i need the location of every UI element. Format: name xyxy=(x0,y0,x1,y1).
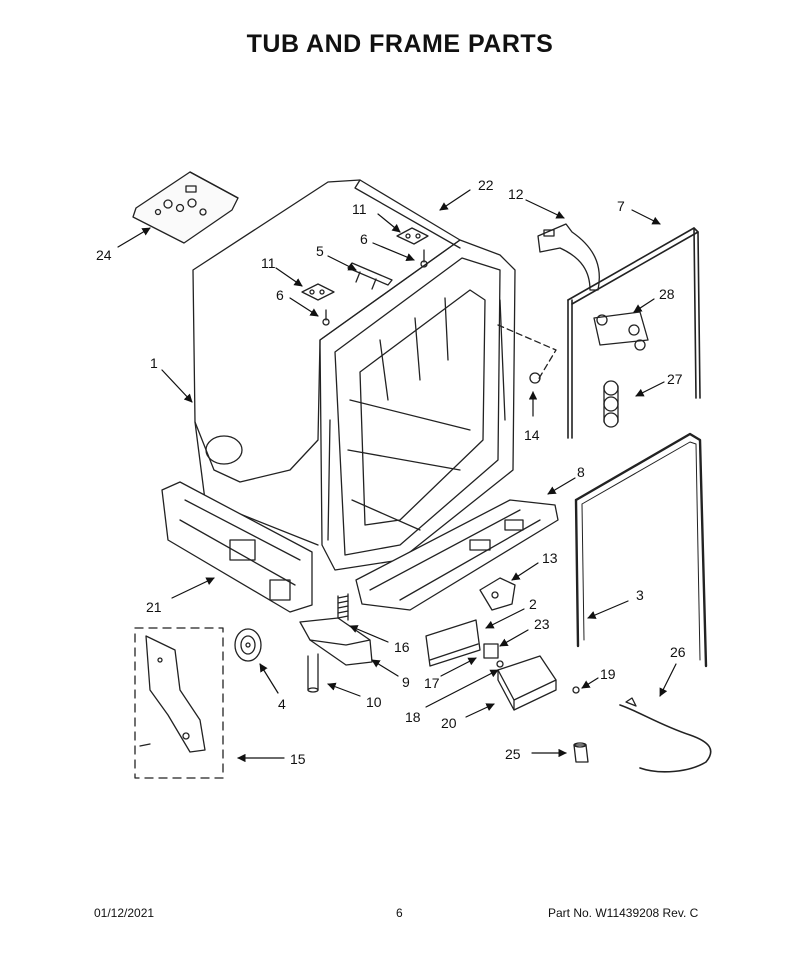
bracket-13-illustration xyxy=(479,577,516,611)
callout-23: 23 xyxy=(534,616,550,632)
callout-2: 2 xyxy=(529,596,537,612)
callout-21: 21 xyxy=(146,599,162,615)
callout-19: 19 xyxy=(600,666,616,682)
callout-13: 13 xyxy=(542,550,558,566)
callout-16: 16 xyxy=(394,639,410,655)
callout-17: 17 xyxy=(424,675,440,691)
plug-illustration xyxy=(497,324,557,384)
callout-9: 9 xyxy=(402,674,410,690)
tub-frame-illustration xyxy=(319,239,516,571)
cup-illustration xyxy=(573,742,589,763)
module-box-illustration xyxy=(497,655,580,711)
callout-leaders xyxy=(117,189,677,763)
callout-10: 10 xyxy=(366,694,382,710)
callout-6: 6 xyxy=(276,287,284,303)
roller-assembly-28 xyxy=(593,311,649,351)
footer-part-number: Part No. W11439208 Rev. C xyxy=(548,906,699,920)
callout-11: 11 xyxy=(261,255,276,271)
wheel-illustration xyxy=(234,628,262,662)
roller-assembly-27 xyxy=(603,380,619,428)
hose-illustration xyxy=(307,653,319,693)
door-gasket-lower xyxy=(574,432,708,668)
callout-20: 20 xyxy=(441,715,457,731)
callout-1: 1 xyxy=(150,355,158,371)
callout-25: 25 xyxy=(505,746,521,762)
callout-11: 11 xyxy=(352,201,367,217)
callout-7: 7 xyxy=(617,198,625,214)
exploded-parts-diagram: 24 11 6 5 11 6 22 12 7 28 1 27 14 8 13 3… xyxy=(96,171,712,779)
callout-15: 15 xyxy=(290,751,306,767)
callout-8: 8 xyxy=(577,464,585,480)
base-rail-illustration xyxy=(355,499,559,611)
parts-bag-illustration xyxy=(132,171,239,244)
callout-26: 26 xyxy=(670,644,686,660)
callout-22: 22 xyxy=(478,177,494,193)
callout-6: 6 xyxy=(360,231,368,247)
footer-page-number: 6 xyxy=(396,906,403,920)
callout-12: 12 xyxy=(508,186,524,202)
callout-labels: 24 11 6 5 11 6 22 12 7 28 1 27 14 8 13 3… xyxy=(96,177,686,767)
vent-arc-illustration xyxy=(537,223,600,291)
sump-housing-illustration xyxy=(299,617,373,666)
callout-28: 28 xyxy=(659,286,675,302)
callout-24: 24 xyxy=(96,247,112,263)
hinge-bracket-lower xyxy=(301,283,335,326)
bracket-kit-box xyxy=(134,627,224,779)
hinge-bracket-upper xyxy=(396,227,429,268)
wire-harness-illustration xyxy=(619,697,712,773)
footer-date: 01/12/2021 xyxy=(94,906,155,920)
callout-27: 27 xyxy=(667,371,683,387)
page-title: TUB AND FRAME PARTS xyxy=(246,30,554,58)
callout-4: 4 xyxy=(278,696,286,712)
door-gasket-upper xyxy=(567,227,701,439)
control-bracket-illustration xyxy=(425,619,504,668)
base-frame-illustration xyxy=(161,481,313,613)
callout-3: 3 xyxy=(636,587,644,603)
callout-18: 18 xyxy=(405,709,421,725)
callout-5: 5 xyxy=(316,243,324,259)
spring-illustration xyxy=(337,593,349,623)
callout-14: 14 xyxy=(524,427,540,443)
